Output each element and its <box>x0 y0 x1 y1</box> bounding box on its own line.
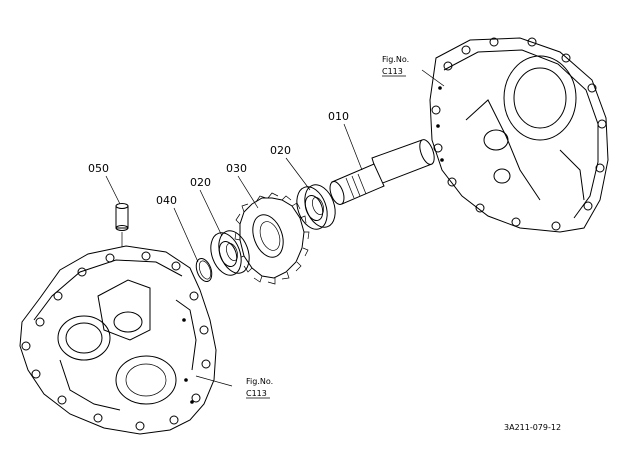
flywheel-housing <box>429 37 609 233</box>
snap-ring-040 <box>195 257 213 283</box>
part-label-050: 050 <box>88 162 109 175</box>
part-label-020-right: 020 <box>270 144 291 157</box>
bearing-020-right <box>296 184 336 230</box>
diagram-id: 3A211-079-12 <box>504 423 561 432</box>
fig-ref-lower-line2: C113 <box>246 389 267 398</box>
part-label-010: 010 <box>328 110 349 123</box>
leader-lines <box>105 69 445 387</box>
part-label-040: 040 <box>156 194 177 207</box>
gear-030 <box>234 192 310 285</box>
shaft-010 <box>329 139 435 205</box>
gear-case-housing <box>19 245 217 435</box>
part-label-030: 030 <box>226 162 247 175</box>
fig-ref-upper-line2: C113 <box>382 67 403 76</box>
fig-ref-upper-line1: Fig.No. <box>382 55 409 64</box>
bearing-020-left <box>210 230 250 276</box>
part-label-020-left: 020 <box>190 176 211 189</box>
fig-ref-lower-line1: Fig.No. <box>246 377 273 386</box>
